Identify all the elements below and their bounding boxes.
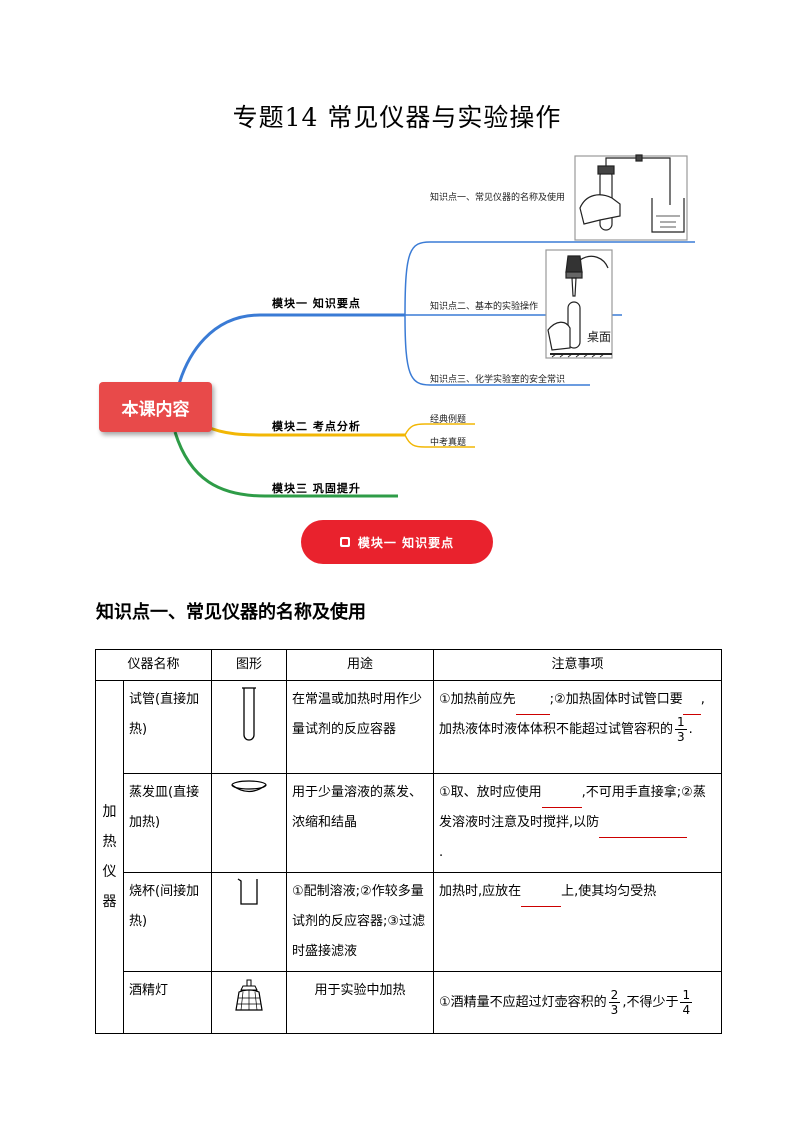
row-3-use: ①配制溶液;②作较多量试剂的反应容器;③过滤时盛接滤液 bbox=[286, 872, 435, 972]
category-cell: 加热仪器 bbox=[95, 680, 124, 1034]
header-name: 仪器名称 bbox=[94, 649, 213, 681]
test-tube-icon bbox=[242, 687, 257, 741]
mindmap-leaf-2: 知识点二、基本的实验操作 bbox=[430, 302, 539, 312]
mindmap-branch-3-line bbox=[173, 431, 398, 498]
header-use: 用途 bbox=[286, 649, 435, 681]
mindmap-branch-1: 模块一 知识要点 bbox=[272, 297, 361, 310]
mindmap-leaf-1: 知识点一、常见仪器的名称及使用 bbox=[430, 193, 566, 203]
mindmap-leaf-4: 经典例题 bbox=[430, 415, 467, 425]
leaf-1-line bbox=[404, 241, 695, 316]
module-pill-label: 模块一 知识要点 bbox=[357, 535, 455, 550]
desk-label: 桌面 bbox=[587, 330, 612, 344]
mindmap-center-node: 本课内容 bbox=[99, 382, 212, 432]
answer-blank[interactable] bbox=[541, 789, 582, 808]
row-3-figure bbox=[211, 872, 288, 972]
answer-blank[interactable] bbox=[682, 696, 701, 715]
test-tube-gas-apparatus-image bbox=[574, 154, 688, 241]
mindmap-leaf-5: 中考真题 bbox=[430, 438, 467, 448]
header-notes: 注意事项 bbox=[433, 649, 723, 681]
leaf-4-line bbox=[404, 423, 475, 436]
alcohol-lamp-icon bbox=[235, 979, 263, 1011]
row-4-use: 用于实验中加热 bbox=[286, 971, 435, 1034]
mindmap-branch-3: 模块三 巩固提升 bbox=[272, 482, 361, 495]
row-2-notes: ①取、放时应使用,不可用手直接拿;②蒸发溶液时注意及时搅拌,以防. bbox=[433, 773, 723, 873]
category-label: 加热仪器 bbox=[102, 804, 117, 910]
row-2-figure bbox=[211, 773, 288, 873]
header-figure: 图形 bbox=[211, 649, 288, 681]
instrument-table: 仪器名称 图形 用途 注意事项 加热仪器 试管(直接加热) 在常温或加热时用作少… bbox=[94, 649, 723, 1034]
answer-blank[interactable] bbox=[521, 888, 562, 907]
row-1-use: 在常温或加热时用作少量试剂的反应容器 bbox=[286, 680, 435, 774]
row-3-name: 烧杯(间接加热) bbox=[122, 872, 213, 972]
answer-blank[interactable] bbox=[515, 696, 550, 715]
beaker-icon bbox=[237, 878, 258, 905]
table-row: 烧杯(间接加热) ①配制溶液;②作较多量试剂的反应容器;③过滤时盛接滤液 加热时… bbox=[96, 872, 723, 972]
row-1-figure bbox=[211, 680, 288, 774]
leaf-5-line bbox=[404, 434, 475, 448]
bookmark-icon bbox=[339, 537, 350, 547]
row-3-notes: 加热时,应放在上,使其均匀受热 bbox=[433, 872, 723, 972]
evaporating-dish-icon bbox=[231, 780, 267, 793]
table-header-row: 仪器名称 图形 用途 注意事项 bbox=[94, 649, 723, 681]
mindmap-leaf-3: 知识点三、化学实验室的安全常识 bbox=[430, 375, 566, 385]
row-2-use: 用于少量溶液的蒸发、浓缩和结晶 bbox=[286, 773, 435, 873]
mindmap-branch-2: 模块二 考点分析 bbox=[272, 420, 361, 433]
row-4-name: 酒精灯 bbox=[122, 971, 213, 1034]
section-heading: 知识点一、常见仪器的名称及使用 bbox=[96, 602, 366, 623]
leaf-3-line bbox=[404, 314, 590, 386]
page-title: 专题14 常见仪器与实验操作 bbox=[232, 103, 562, 132]
row-2-name: 蒸发皿(直接加热) bbox=[122, 773, 213, 873]
row-1-name: 试管(直接加热) bbox=[122, 680, 213, 774]
table-row: 加热仪器 试管(直接加热) 在常温或加热时用作少量试剂的反应容器 ①加热前应先;… bbox=[95, 680, 723, 1034]
module-pill-button[interactable]: 模块一 知识要点 bbox=[301, 520, 493, 564]
mindmap-graphic bbox=[173, 154, 695, 498]
table-row: 蒸发皿(直接加热) 用于少量溶液的蒸发、浓缩和结晶 ①取、放时应使用,不可用手直… bbox=[96, 773, 723, 873]
answer-blank[interactable] bbox=[599, 819, 688, 838]
dropper-operation-image bbox=[545, 249, 613, 359]
row-4-figure bbox=[211, 971, 288, 1034]
